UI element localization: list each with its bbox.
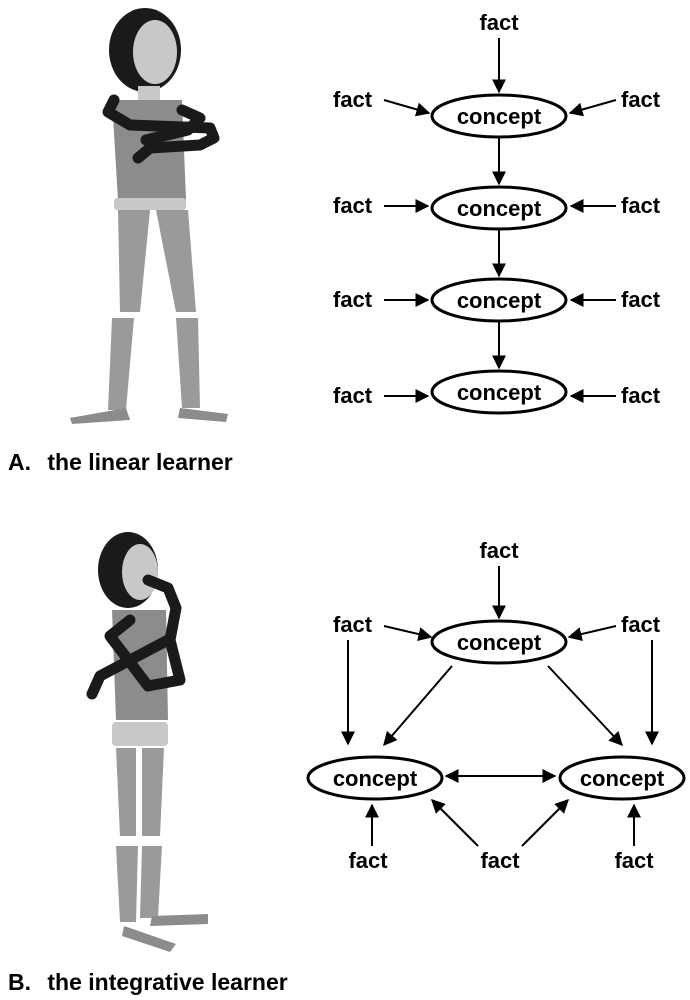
concept-label: concept xyxy=(457,288,542,313)
arrow xyxy=(431,799,479,847)
integrative-concept-map: concept concept concept fact fact fact f… xyxy=(306,538,686,873)
fact-label: fact xyxy=(621,383,661,408)
fact-label: fact xyxy=(621,193,661,218)
fact-label: fact xyxy=(479,10,519,35)
fact-label: fact xyxy=(333,383,373,408)
concept-node xyxy=(430,277,568,323)
arrow xyxy=(383,99,431,117)
fact-label: fact xyxy=(480,848,520,873)
concept-label: concept xyxy=(457,630,542,655)
fact-label: fact xyxy=(479,538,519,563)
fact-label: fact xyxy=(621,87,661,112)
caption-b: B. the integrative learner xyxy=(8,969,288,995)
fact-label: fact xyxy=(333,87,373,112)
concept-node xyxy=(430,619,568,665)
fact-label: fact xyxy=(333,612,373,637)
fact-label: fact xyxy=(333,287,373,312)
concept-node xyxy=(430,369,568,415)
caption-letter: B. xyxy=(8,969,31,995)
fact-label: fact xyxy=(348,848,388,873)
fact-label: fact xyxy=(621,612,661,637)
arrow xyxy=(567,625,617,641)
concept-node xyxy=(430,185,568,231)
concept-node xyxy=(306,755,444,801)
integrative-learner-figure xyxy=(86,532,208,952)
linear-concept-map: concept concept concept concept fact fac… xyxy=(333,10,661,415)
arrow xyxy=(383,625,433,641)
arrow xyxy=(383,665,453,747)
arrow xyxy=(547,665,623,747)
fact-label: fact xyxy=(333,193,373,218)
fact-label: fact xyxy=(621,287,661,312)
caption-text: the integrative learner xyxy=(47,969,287,995)
fact-label: fact xyxy=(614,848,654,873)
concept-label: concept xyxy=(333,766,418,791)
arrow xyxy=(521,799,569,847)
caption-a: A. the linear learner xyxy=(8,449,233,475)
linear-learner-figure xyxy=(70,8,228,424)
caption-text: the linear learner xyxy=(47,449,232,475)
caption-letter: A. xyxy=(8,449,31,475)
concept-label: concept xyxy=(457,104,542,129)
concept-label: concept xyxy=(457,380,542,405)
arrow xyxy=(568,99,617,117)
concept-node xyxy=(430,93,568,139)
concept-node xyxy=(558,755,686,801)
concept-label: concept xyxy=(457,196,542,221)
concept-label: concept xyxy=(580,766,665,791)
